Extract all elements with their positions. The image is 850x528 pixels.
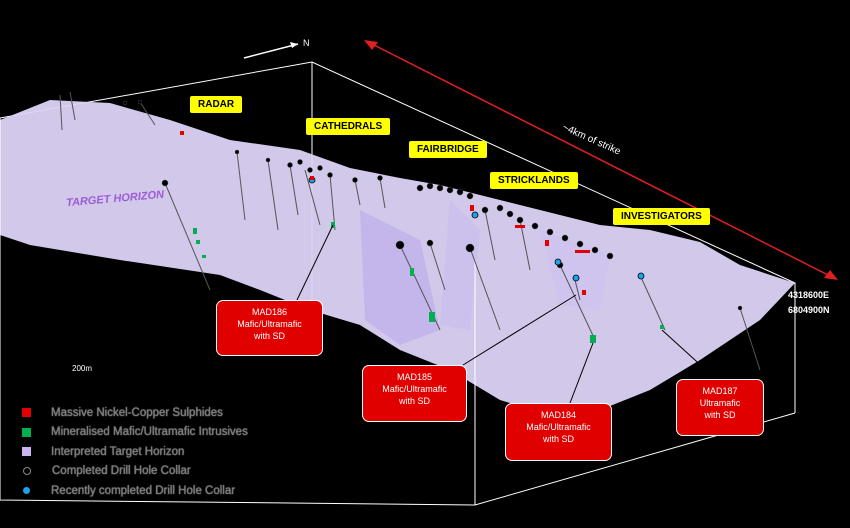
callout-line: Ultramafic	[699, 398, 741, 408]
callout-line: MAD185	[396, 372, 432, 382]
collar-cluster	[122, 99, 743, 311]
legend-item: Completed Drill Hole Collar	[22, 462, 248, 482]
callout-line: with SD	[542, 434, 574, 444]
legend-label: Completed Drill Hole Collar	[52, 465, 191, 478]
drill-traces	[59, 91, 761, 371]
callout-line: MAD184	[540, 410, 576, 420]
easting-label: 4318600E	[788, 290, 830, 300]
callout-mad184: MAD184 Mafic/Ultramafic with SD	[505, 403, 612, 461]
legend-swatch-sulphides	[22, 408, 31, 418]
surface-fold-shadow-2	[440, 200, 480, 330]
legend-label: Mineralised Mafic/Ultramafic Intrusives	[51, 426, 248, 439]
callout-line: MAD187	[702, 386, 738, 396]
prospect-label-fairbridge: FAIRBRIDGE	[409, 141, 487, 158]
callout-line: Mafic/Ultramafic	[526, 422, 591, 432]
callout-line: Mafic/Ultramafic	[382, 384, 447, 394]
legend-item: Interpreted Target Horizon	[22, 442, 248, 462]
callout-mad187: MAD187 Ultramafic with SD	[676, 379, 764, 436]
legend-label: Interpreted Target Horizon	[51, 445, 185, 458]
legend-item: Recently completed Drill Hole Collar	[22, 481, 248, 501]
callout-line: with SD	[704, 410, 736, 420]
callout-leaders	[296, 224, 718, 404]
sulphide-intercepts	[180, 131, 590, 295]
recent-collars	[308, 176, 645, 282]
legend-item: Massive Nickel-Copper Sulphides	[22, 403, 248, 423]
legend-swatch-intrusives	[22, 427, 31, 437]
legend-recent-circle-icon	[23, 487, 30, 495]
northing-label: 6804900N	[788, 305, 830, 315]
surface-fold-shadow	[360, 210, 440, 345]
prospect-label-stricklands: STRICKLANDS	[490, 172, 578, 189]
callout-line: with SD	[253, 331, 285, 341]
north-arrow-icon	[243, 42, 299, 59]
legend-label: Recently completed Drill Hole Collar	[51, 484, 236, 497]
legend-swatch-horizon	[22, 447, 31, 457]
prospect-label-investigators: INVESTIGATORS	[613, 208, 710, 225]
callout-line: MAD186	[251, 307, 287, 317]
legend: Massive Nickel-Copper Sulphides Minerali…	[22, 403, 248, 501]
callout-mad185: MAD185 Mafic/Ultramafic with SD	[362, 365, 467, 422]
legend-label: Massive Nickel-Copper Sulphides	[51, 406, 223, 419]
prospect-label-radar: RADAR	[190, 96, 243, 113]
bounding-box-front	[0, 118, 796, 506]
strike-arrow	[364, 40, 838, 280]
callout-mad186: MAD186 Mafic/Ultramafic with SD	[216, 300, 323, 356]
callout-line: with SD	[398, 396, 430, 406]
legend-item: Mineralised Mafic/Ultramafic Intrusives	[22, 423, 248, 443]
north-label: N	[303, 38, 310, 48]
scale-label: 200m	[72, 364, 93, 373]
prospect-label-cathedrals: CATHEDRALS	[306, 118, 391, 135]
callout-line: Mafic/Ultramafic	[237, 319, 302, 329]
legend-circle-icon	[23, 467, 31, 476]
